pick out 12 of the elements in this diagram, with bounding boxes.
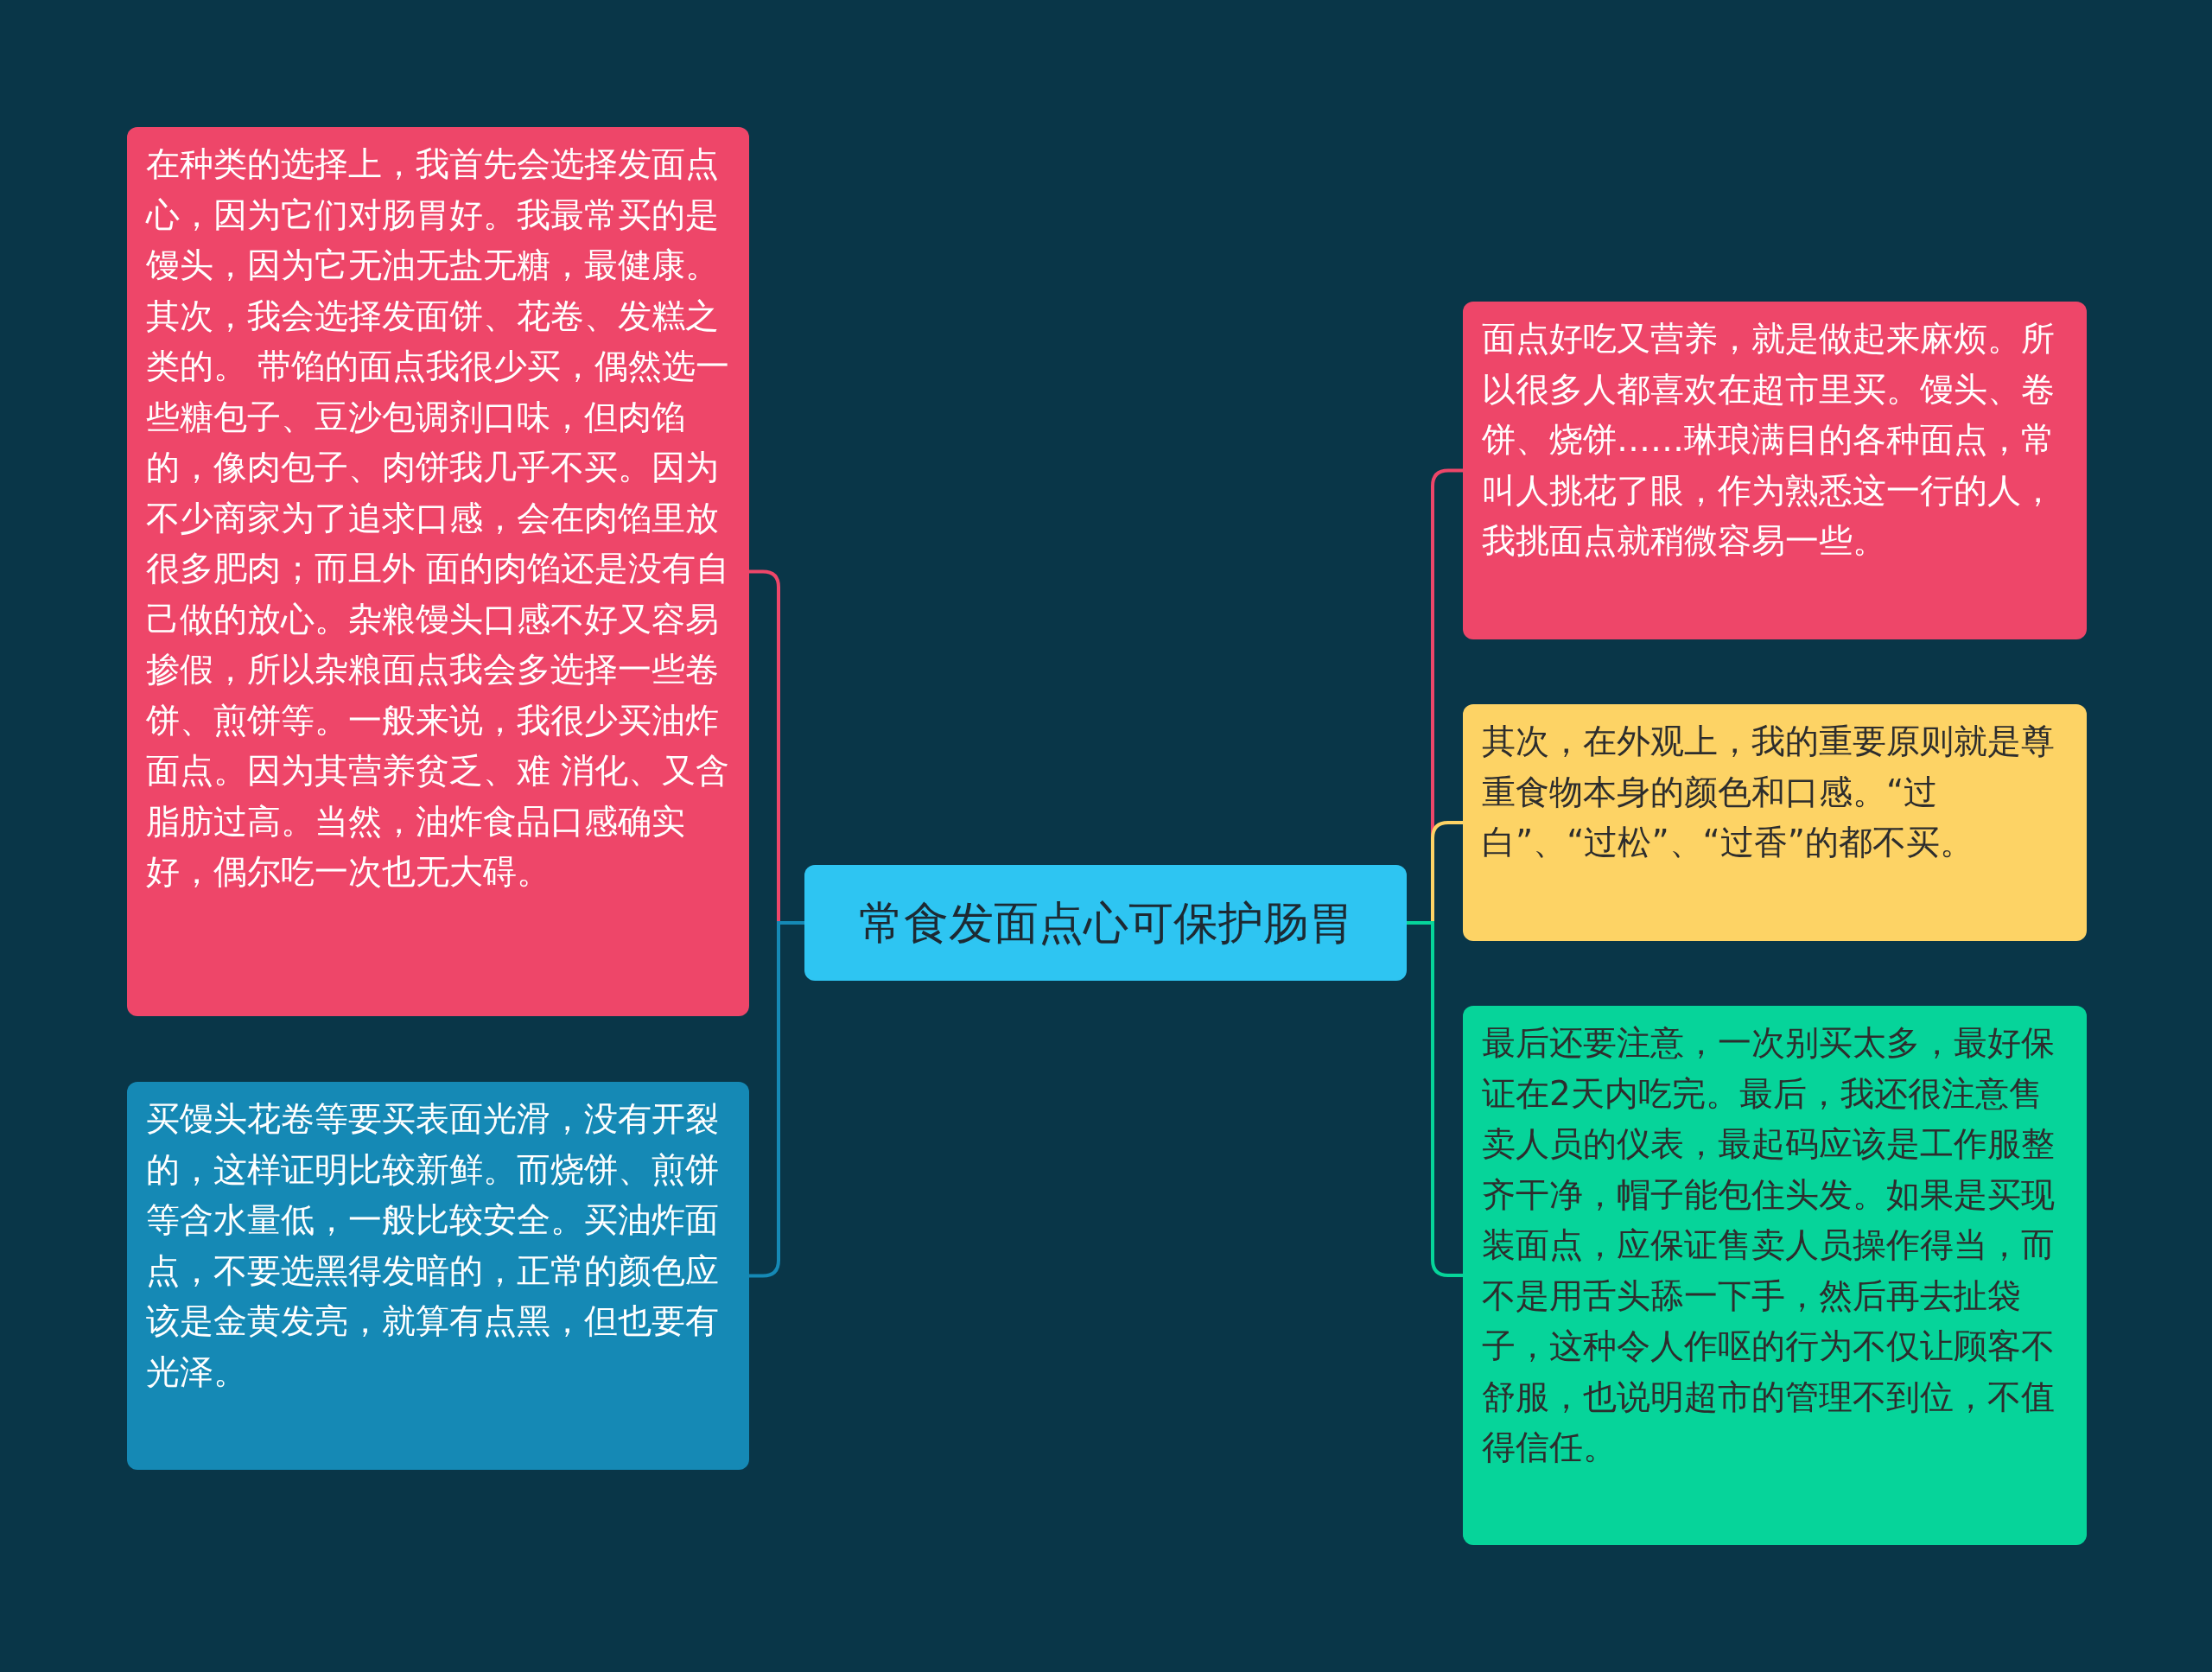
topic-card <box>127 127 749 1016</box>
topic-text: 最后还要注意，一次别买太多，最好保证在2天内吃完。最后，我还很注意售卖人员的仪表，最起码应该是工作服整齐干净，帽子能包住头发。如果是买现装面点，应保证售卖人员操作得当，而不是用舌头舔一下手，然后再去扯袋子，这种令人作呕的行为不仅让顾客不舒服，也说明超市的管理不到位，不值得信任。 <box>1482 1022 2056 1468</box>
topic-card <box>127 1082 749 1470</box>
topic-card <box>1463 302 2087 639</box>
central-topic-box <box>804 865 1407 981</box>
topic-card <box>1463 704 2087 941</box>
topic-text: 面点好吃又营养，就是做起来麻烦。所以很多人都喜欢在超市里买。馒头、卷饼、烧饼……琳琅满目的各种面点，常叫人挑花了眼，作为熟悉这一行的人，我挑面点就稍微容易一些。 <box>1482 318 2056 562</box>
topic-card <box>1463 1006 2087 1545</box>
topic-text: 在种类的选择上，我首先会选择发面点心，因为它们对肠胃好。我最常买的是馒头，因为它无油无盐无糖，最健康。其次，我会选择发面饼、花卷、发糕之类的。 带馅的面点我很少买，偶然选一些糖包子、豆沙包调剂口味，但肉馅的，像肉包子、肉饼我几乎不买。因为不少商家为了追求口感，会在肉馅里放很多肥肉；而且外 面的肉馅还是没有自己做的放心。杂粮馒头口感不好又容易掺假，所以杂粮面点我会多选择一些卷饼、煎饼等。一般来说，我很少买油炸面点。因为其营养贫乏、难 消化、又含脂肪过高。当然，油炸食品口感确实好，偶尔吃一次也无大碍。 <box>146 143 730 893</box>
topic-text: 其次，在外观上，我的重要原则就是尊重食物本身的颜色和口感。“过白”、“过松”、“过香”的都不买。 <box>1482 721 2056 863</box>
topic-text: 买馒头花卷等要买表面光滑，没有开裂的，这样证明比较新鲜。而烧饼、煎饼等含水量低，一般比较安全。买油炸面点，不要选黑得发暗的，正常的颜色应该是金黄发亮，就算有点黑，但也要有光泽。 <box>146 1098 720 1393</box>
topic-text: 常食发面点心可保护肠胃 <box>857 896 1354 950</box>
